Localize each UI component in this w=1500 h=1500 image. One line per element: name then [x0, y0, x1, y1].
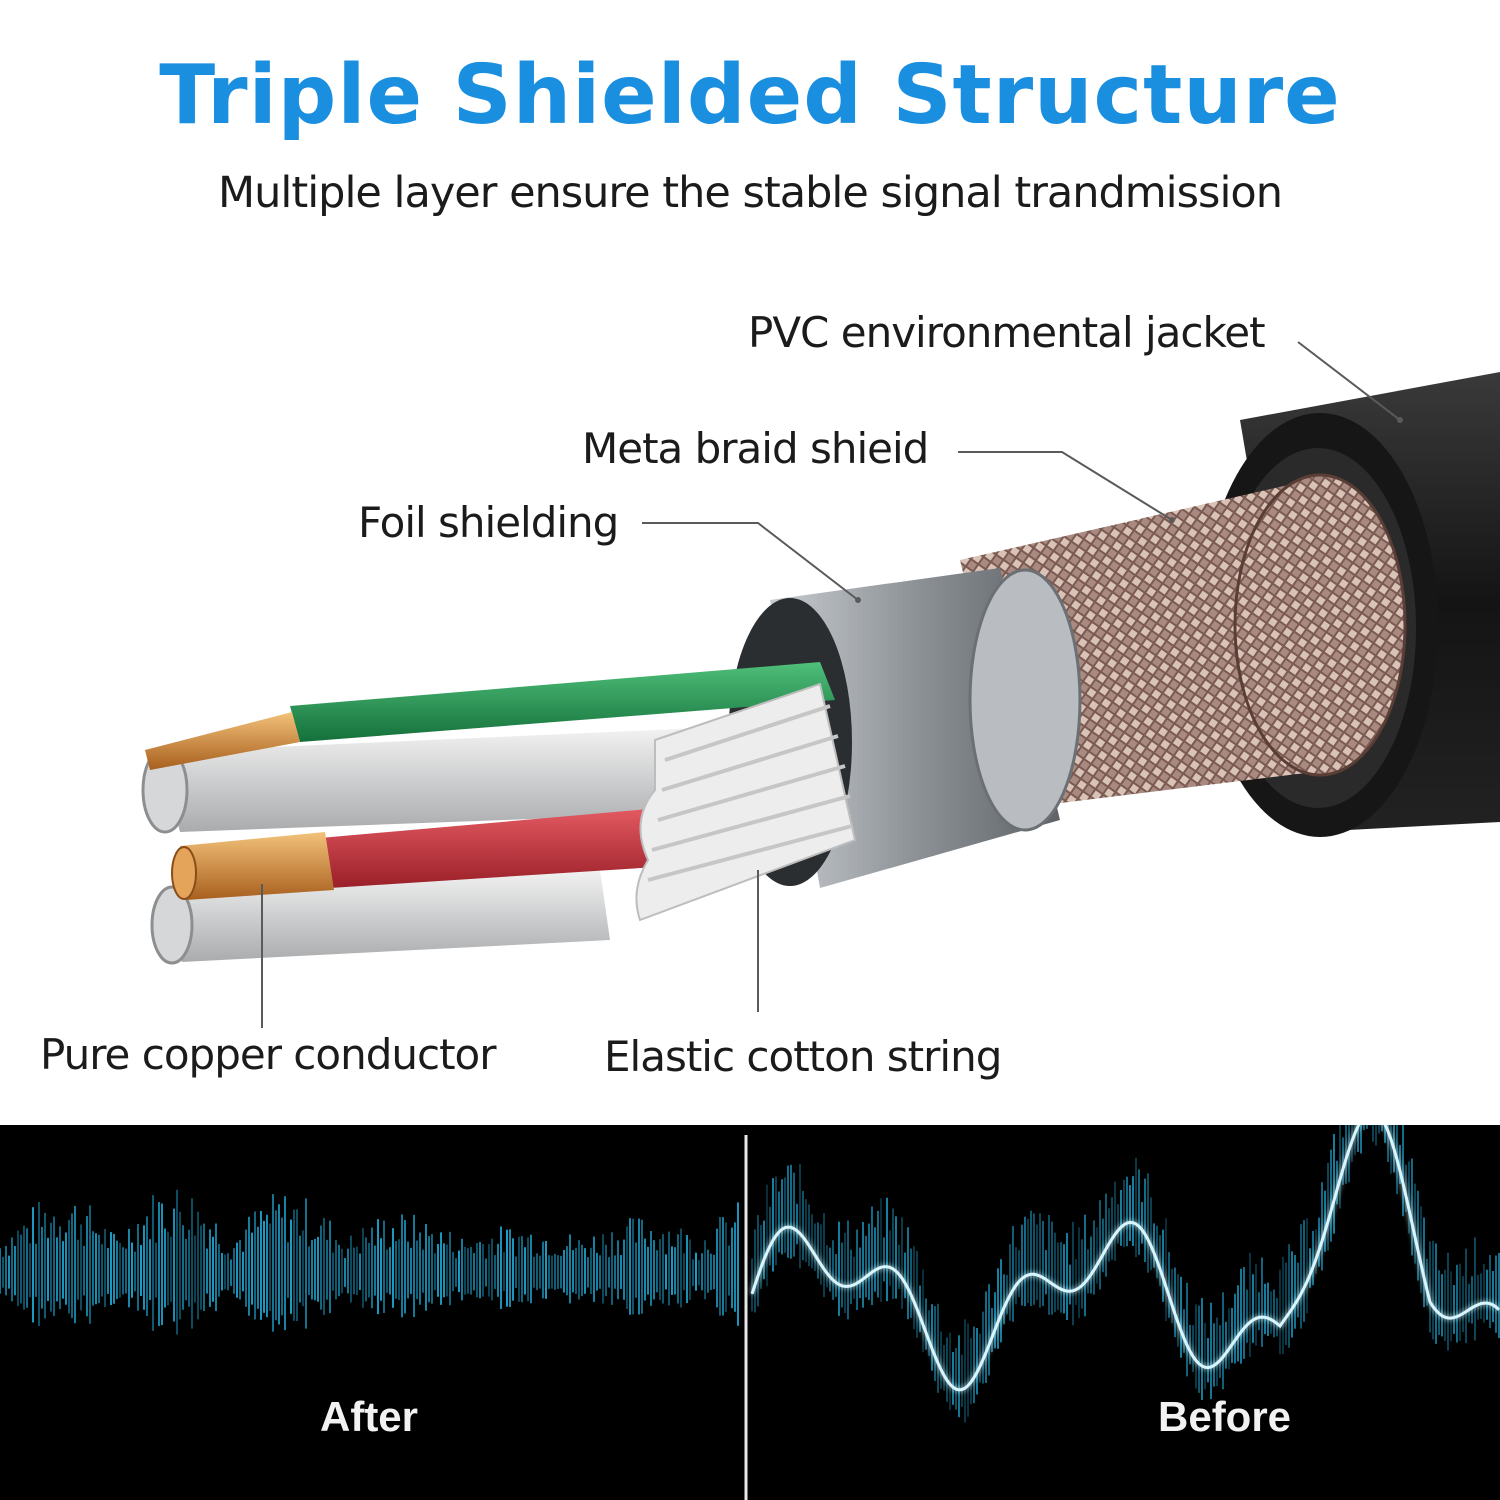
cable-cross-section-diagram [141, 341, 1500, 1028]
signal-waveforms [0, 1125, 1500, 1500]
page-subtitle: Multiple layer ensure the stable signal … [218, 168, 1283, 218]
after-waveform [0, 1189, 740, 1335]
after-label: After [320, 1393, 419, 1440]
leader-dot-braid [1169, 517, 1175, 523]
leader-pvc-jacket [1297, 341, 1401, 421]
label-foil-shielding: Foil shielding [358, 498, 619, 547]
leader-dot-pvc [1397, 417, 1403, 423]
leader-lines [261, 341, 1401, 1028]
before-waveform [750, 1125, 1500, 1423]
green-wire [145, 662, 835, 770]
label-pvc-jacket: PVC environmental jacket [748, 308, 1266, 357]
page-title: Triple Shielded Structure [159, 48, 1341, 143]
signal-comparison-panel: After Before [0, 1125, 1500, 1500]
leader-braid-shield [958, 451, 1173, 521]
label-copper-conductor: Pure copper conductor [40, 1030, 497, 1079]
leader-foil-shielding [642, 522, 859, 601]
before-label: Before [1158, 1393, 1292, 1440]
before-wave-line [750, 1125, 1500, 1392]
red-wire [171, 808, 672, 900]
leader-dot-foil [855, 597, 861, 603]
label-braid-shield: Meta braid shieid [582, 424, 929, 473]
label-cotton-string: Elastic cotton string [604, 1032, 1002, 1081]
elastic-cotton-string [635, 682, 857, 922]
